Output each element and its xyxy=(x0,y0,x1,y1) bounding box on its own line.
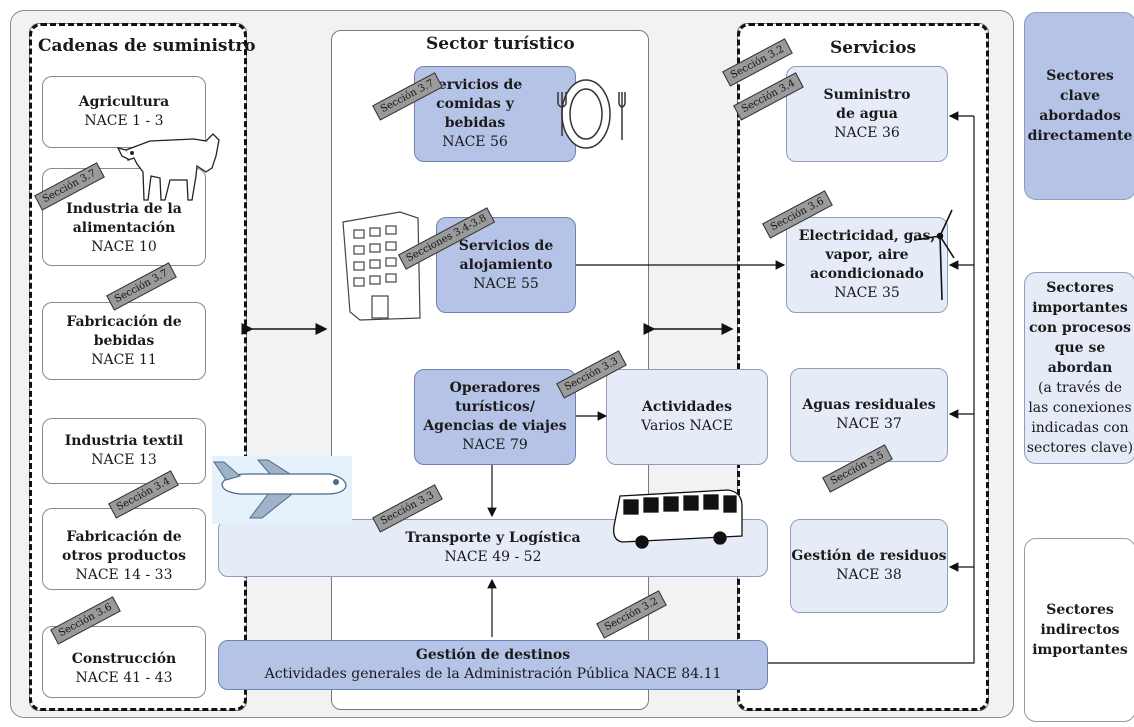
supply-chain-dashed-border xyxy=(29,23,247,711)
box-agricultura: Agricultura NACE 1 - 3 xyxy=(42,76,206,148)
alimentacion-code: NACE 10 xyxy=(91,238,157,255)
agua-name: Suministro de agua xyxy=(823,86,911,122)
box-industria-textil: Industria textil NACE 13 xyxy=(42,418,206,484)
plate-cutlery-illustration xyxy=(557,79,626,149)
legend-key-sectors: Sectores clave abordados directamente xyxy=(1024,12,1134,200)
electricidad-name: Electricidad, gas, vapor, aire acondicio… xyxy=(798,228,936,282)
textil-name: Industria textil xyxy=(64,433,184,449)
agricultura-name: Agricultura xyxy=(78,94,170,110)
destinos-name: Gestión de destinos xyxy=(415,647,571,663)
destinos-code: Actividades generales de la Administraci… xyxy=(264,666,722,682)
tourism-sector-heading: Sector turístico xyxy=(426,34,575,54)
box-suministro-agua: Suministro de agua NACE 36 xyxy=(786,66,948,162)
actividades-name: Actividades xyxy=(641,399,733,415)
legend-indirect-text: Sectores indirectos importantes xyxy=(1032,602,1128,658)
operadores-code: NACE 79 xyxy=(462,437,528,453)
legend-important-note: (a través de las conexiones indicadas co… xyxy=(1026,380,1134,456)
alimentacion-name: Industria de la alimentación xyxy=(66,200,182,236)
comidas-code: NACE 56 xyxy=(442,134,508,150)
box-gestion-destinos: Gestión de destinos Actividades generale… xyxy=(218,640,768,690)
construccion-code: NACE 41 - 43 xyxy=(75,670,173,686)
alojamiento-code: NACE 55 xyxy=(473,275,539,292)
services-heading: Servicios xyxy=(830,38,917,58)
actividades-code: Varios NACE xyxy=(641,418,733,434)
supply-chain-heading: Cadenas de suministro xyxy=(38,36,256,56)
alojamiento-name: Servicios de alojamiento xyxy=(458,237,554,273)
residuos-name: Gestión de residuos xyxy=(791,548,947,564)
comidas-name: Servicios de comidas y bebidas xyxy=(427,77,523,131)
transporte-name: Transporte y Logística xyxy=(405,530,581,546)
box-servicios-comidas: Servicios de comidas y bebidas NACE 56 xyxy=(414,66,576,162)
residuos-code: NACE 38 xyxy=(836,567,902,583)
legend-indirect-sectors: Sectores indirectos importantes xyxy=(1024,538,1134,722)
box-gestion-residuos: Gestión de residuos NACE 38 xyxy=(790,519,948,613)
legend-key-text: Sectores clave abordados directamente xyxy=(1027,68,1133,144)
bus-illustration xyxy=(613,489,743,549)
box-otros-productos: Fabricación de otros productos NACE 14 -… xyxy=(42,508,206,590)
transporte-code: NACE 49 - 52 xyxy=(444,549,542,565)
aguas-residuales-code: NACE 37 xyxy=(836,416,902,432)
legend-important-sectors: Sectores importantes con procesos que se… xyxy=(1024,272,1134,464)
operadores-name: Operadores turísticos/ Agencias de viaje… xyxy=(423,380,567,434)
airplane-illustration xyxy=(212,456,352,524)
hotel-building-illustration xyxy=(342,211,421,321)
services-dashed-border xyxy=(737,23,989,711)
legend-important-title: Sectores importantes con procesos que se… xyxy=(1029,280,1131,376)
construccion-name: Construcción xyxy=(71,651,177,667)
wind-turbine-illustration xyxy=(913,209,955,301)
box-electricidad: Electricidad, gas, vapor, aire acondicio… xyxy=(786,217,948,313)
cow-illustration xyxy=(116,133,220,201)
otros-productos-code: NACE 14 - 33 xyxy=(75,566,173,583)
agricultura-code: NACE 1 - 3 xyxy=(84,113,164,129)
electricidad-code: NACE 35 xyxy=(834,285,900,301)
bebidas-code: NACE 11 xyxy=(91,351,157,368)
box-aguas-residuales: Aguas residuales NACE 37 xyxy=(790,368,948,462)
textil-code: NACE 13 xyxy=(91,452,157,468)
agua-code: NACE 36 xyxy=(834,124,900,141)
aguas-residuales-name: Aguas residuales xyxy=(802,397,936,413)
otros-productos-name: Fabricación de otros productos xyxy=(62,528,186,564)
box-operadores-turisticos: Operadores turísticos/ Agencias de viaje… xyxy=(414,369,576,465)
box-actividades: Actividades Varios NACE xyxy=(606,369,768,465)
bebidas-name: Fabricación de bebidas xyxy=(66,313,182,349)
destinations-services-line xyxy=(768,116,975,664)
